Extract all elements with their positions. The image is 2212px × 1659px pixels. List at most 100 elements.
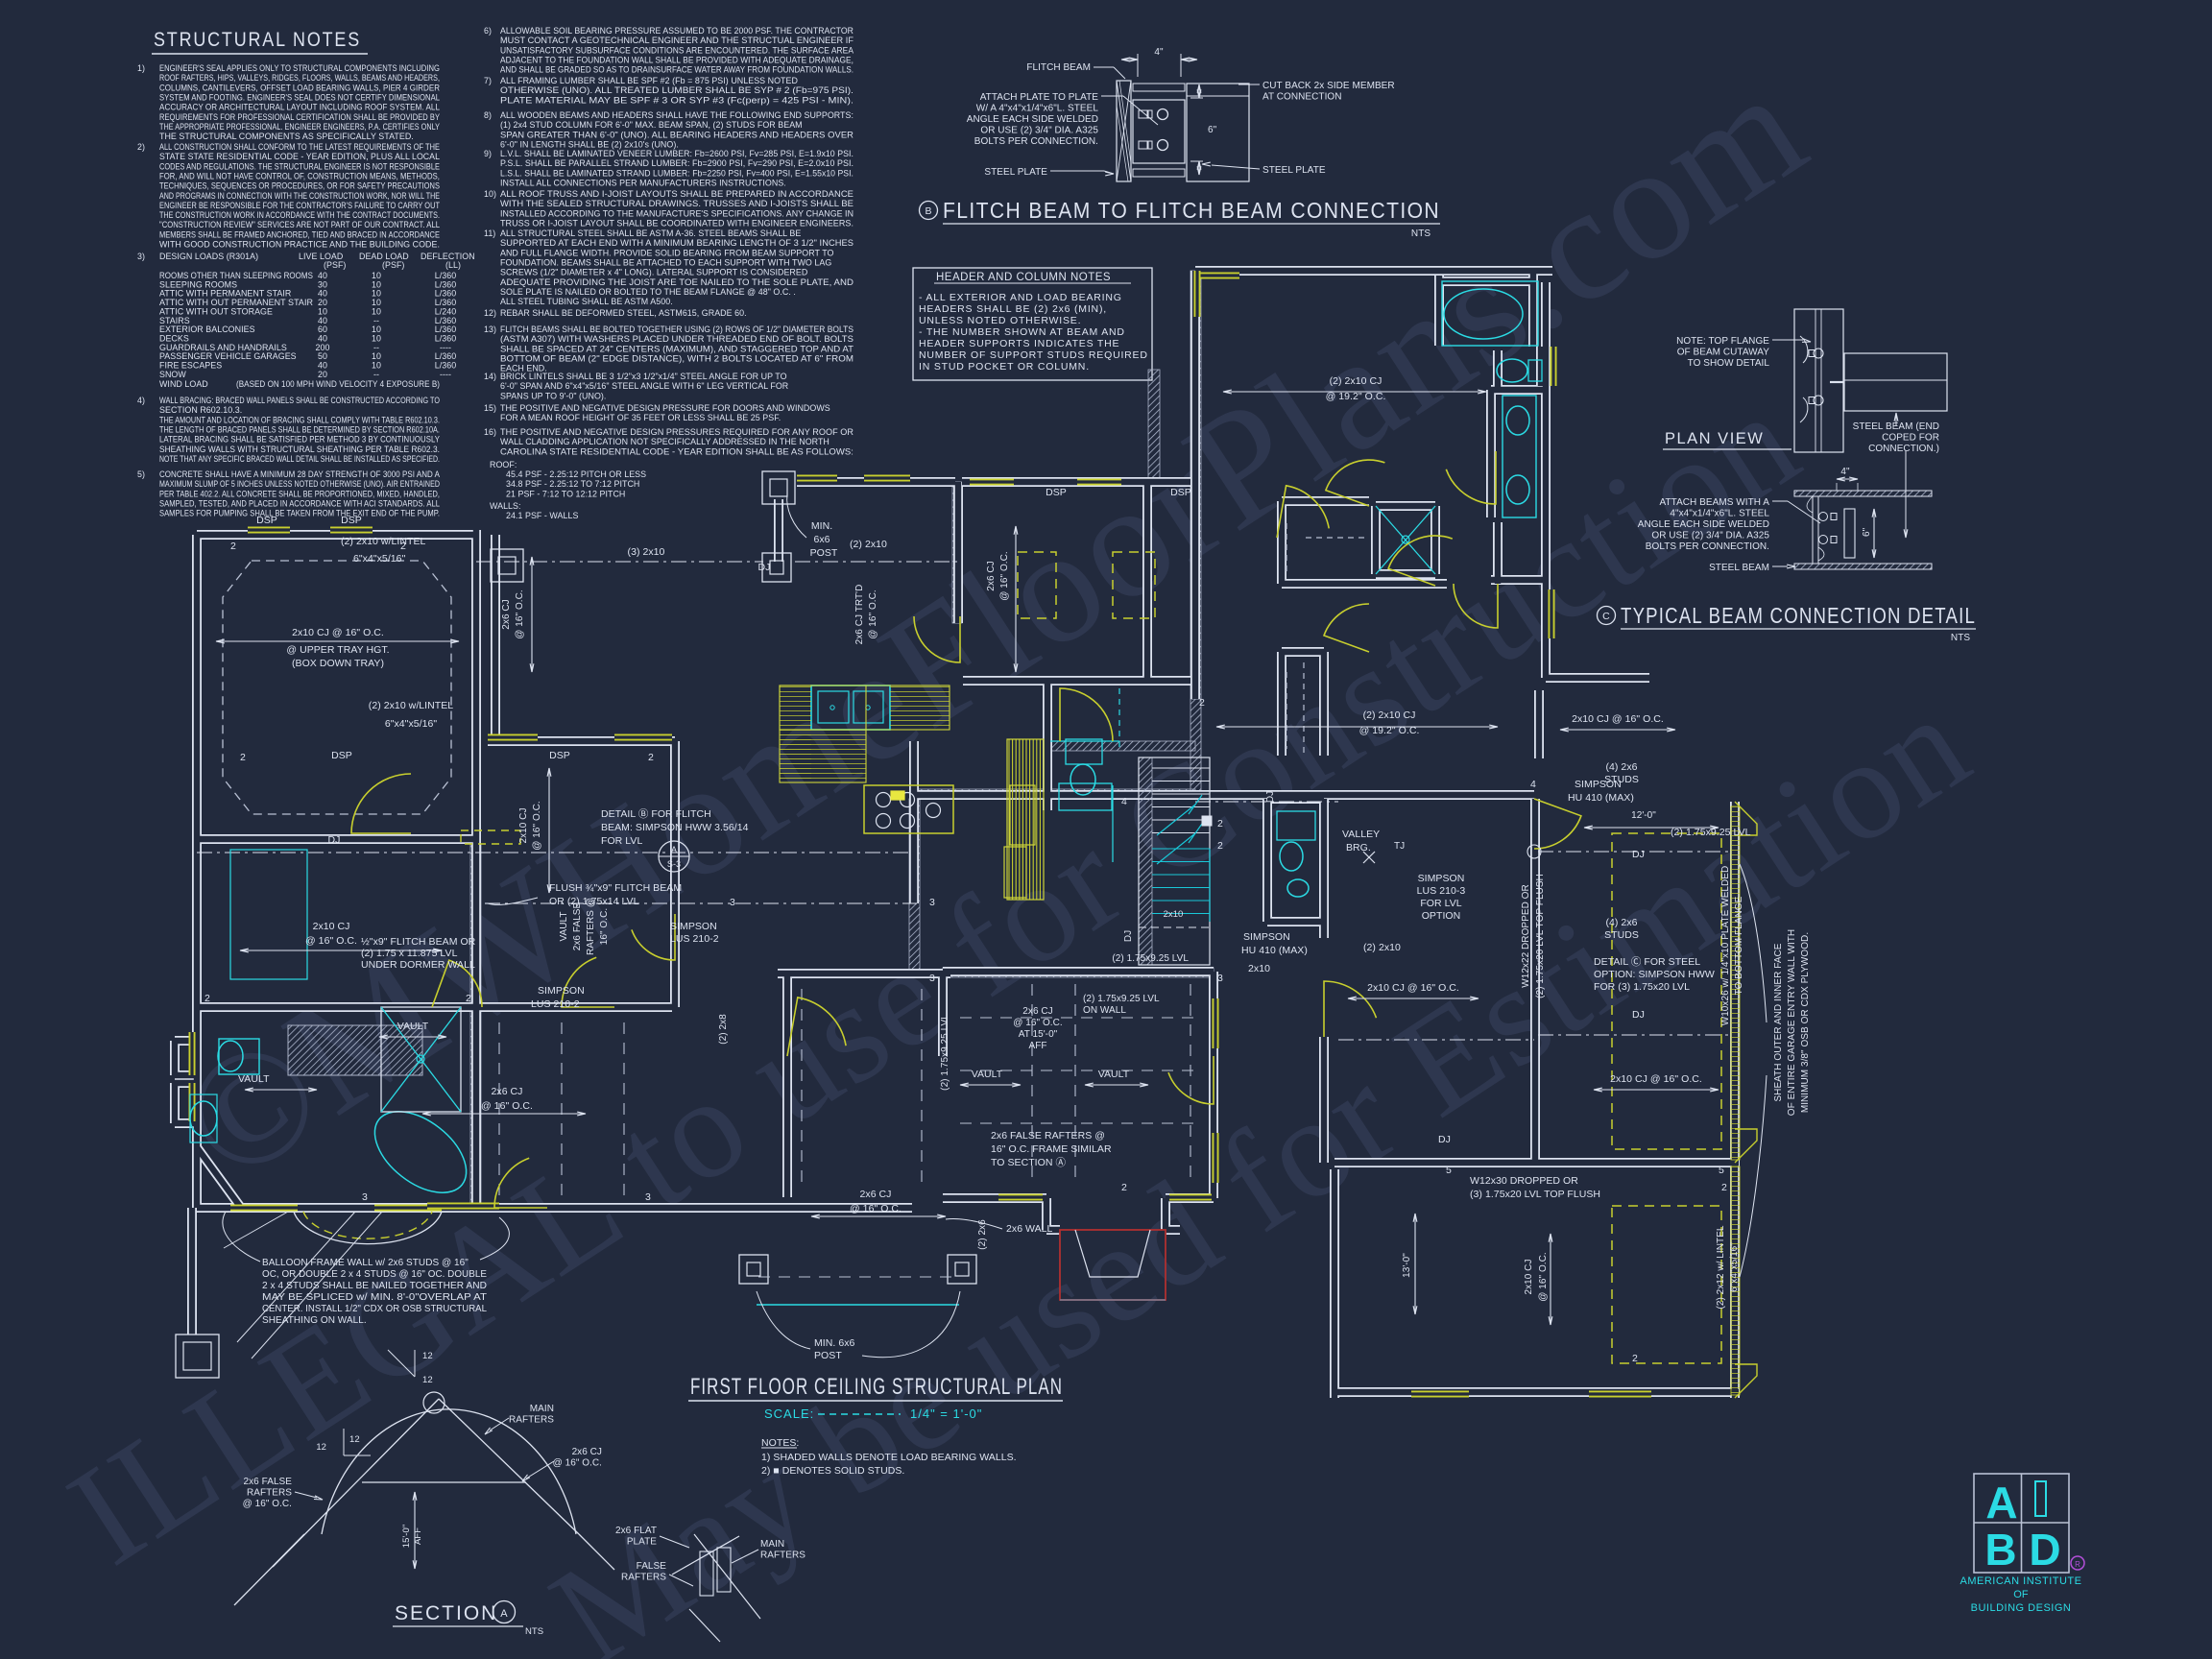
svg-text:RAFTERS: RAFTERS bbox=[509, 1415, 554, 1426]
svg-text:FOR LVL: FOR LVL bbox=[1420, 898, 1461, 909]
svg-text:THE CONSTRUCTION WORK IN ACCOR: THE CONSTRUCTION WORK IN ACCORDANCE WITH… bbox=[159, 210, 440, 220]
svg-text:S-3: S-3 bbox=[667, 859, 681, 869]
svg-text:L/360: L/360 bbox=[435, 271, 456, 280]
svg-text:(4) 2x6: (4) 2x6 bbox=[1605, 761, 1637, 773]
svg-text:34.8 PSF - 2.25:12 TO 7:12 PI: 34.8 PSF - 2.25:12 TO 7:12 PITCH bbox=[506, 479, 639, 489]
svg-text:13'-0": 13'-0" bbox=[1402, 1253, 1412, 1278]
svg-text:3: 3 bbox=[645, 1191, 651, 1203]
svg-text:2: 2 bbox=[1199, 697, 1205, 709]
svg-text:2x10: 2x10 bbox=[1248, 963, 1270, 974]
svg-text:40: 40 bbox=[318, 316, 327, 325]
svg-text:(BASED ON 100 MPH WIND VELOCIT: (BASED ON 100 MPH WIND VELOCITY 4 EXPOSU… bbox=[236, 379, 440, 389]
svg-text:2): 2) bbox=[137, 142, 145, 152]
svg-text:3: 3 bbox=[929, 973, 935, 984]
svg-text:OPTION: SIMPSON HWW: OPTION: SIMPSON HWW bbox=[1594, 969, 1715, 980]
svg-text:CONCRETE SHALL HAVE A MINIMUM: CONCRETE SHALL HAVE A MINIMUM 28 DAY STR… bbox=[159, 469, 440, 479]
svg-text:@ 16" O.C.: @ 16" O.C. bbox=[868, 589, 878, 638]
svg-text:AT CONNECTION: AT CONNECTION bbox=[1262, 92, 1342, 103]
svg-text:ALL ROOF TRUSS AND I-JOIST LAY: ALL ROOF TRUSS AND I-JOIST LAYOUTS SHALL… bbox=[500, 189, 854, 199]
svg-text:OTHERWISE (UNO). ALL TREATED L: OTHERWISE (UNO). ALL TREATED LUMBER SHAL… bbox=[500, 85, 854, 95]
svg-text:MUST CONTACT A GEOTECHNICAL EN: MUST CONTACT A GEOTECHNICAL ENGINEER AND… bbox=[500, 36, 854, 45]
svg-text:VAULT: VAULT bbox=[238, 1073, 270, 1085]
svg-text:12: 12 bbox=[349, 1434, 360, 1445]
svg-text:SIMPSON: SIMPSON bbox=[1418, 873, 1465, 884]
svg-text:MEMBERS SHALL BE FRAMED ANCHOR: MEMBERS SHALL BE FRAMED ANCHORED, TIED A… bbox=[159, 229, 440, 239]
svg-text:30: 30 bbox=[318, 279, 327, 289]
svg-text:UNLESS NOTED OTHERWISE.: UNLESS NOTED OTHERWISE. bbox=[919, 315, 1081, 326]
svg-text:NOTE: TOP FLANGE: NOTE: TOP FLANGE bbox=[1676, 336, 1769, 347]
svg-text:(2) 2x10 w/LINTEL: (2) 2x10 w/LINTEL bbox=[369, 700, 453, 711]
svg-text:2x6 CJ: 2x6 CJ bbox=[572, 1447, 602, 1457]
svg-text:(2) 1.75x9.25 LVL: (2) 1.75x9.25 LVL bbox=[1671, 827, 1751, 838]
svg-text:2x6 CJ: 2x6 CJ bbox=[501, 599, 512, 629]
svg-text:--: -- bbox=[373, 370, 379, 379]
svg-text:45.4 PSF - 2.25:12 PITCH OR L: 45.4 PSF - 2.25:12 PITCH OR LESS bbox=[506, 469, 646, 479]
svg-text:ATTIC WITH PERMANENT STAIR: ATTIC WITH PERMANENT STAIR bbox=[159, 289, 291, 299]
svg-text:2: 2 bbox=[648, 752, 654, 763]
svg-text:BRICK LINTELS SHALL BE 3 1/2"x: BRICK LINTELS SHALL BE 3 1/2"x3 1/2"x1/4… bbox=[500, 372, 787, 381]
svg-text:1) SHADED WALLS DENOTE LOAD BE: 1) SHADED WALLS DENOTE LOAD BEARING WALL… bbox=[761, 1452, 1017, 1463]
svg-text:@ 19.2" O.C.: @ 19.2" O.C. bbox=[1359, 725, 1420, 736]
svg-text:ATTACH PLATE TO PLATE: ATTACH PLATE TO PLATE bbox=[980, 92, 1099, 103]
svg-text:EXTERIOR BALCONIES: EXTERIOR BALCONIES bbox=[159, 325, 255, 334]
svg-text:VALLEY: VALLEY bbox=[1342, 829, 1380, 840]
svg-text:DETAIL Ⓑ FOR FLITCH: DETAIL Ⓑ FOR FLITCH bbox=[601, 808, 711, 820]
svg-text:SIMPSON: SIMPSON bbox=[670, 921, 717, 932]
svg-text:40: 40 bbox=[318, 361, 327, 371]
svg-text:L/360: L/360 bbox=[435, 333, 456, 343]
svg-text:2x6 CJ: 2x6 CJ bbox=[1022, 1006, 1052, 1017]
svg-text:STATE STATE RESIDENTIAL CODE: STATE STATE RESIDENTIAL CODE - YEAR EDIT… bbox=[159, 152, 440, 161]
svg-text:10: 10 bbox=[372, 271, 381, 280]
svg-text:(2) 2x10: (2) 2x10 bbox=[850, 539, 887, 550]
svg-text:AFF: AFF bbox=[413, 1527, 423, 1545]
svg-text:@ 16" O.C.: @ 16" O.C. bbox=[553, 1458, 602, 1469]
svg-text:VAULT: VAULT bbox=[1098, 1069, 1130, 1080]
svg-text:4): 4) bbox=[137, 396, 145, 405]
svg-text:OC, OR DOUBLE 2 x 4 STUDS @ 1: OC, OR DOUBLE 2 x 4 STUDS @ 16" OC. DOUB… bbox=[262, 1269, 487, 1280]
svg-text:STAIRS: STAIRS bbox=[159, 316, 190, 325]
svg-text:13): 13) bbox=[484, 325, 496, 334]
svg-text:TJ: TJ bbox=[1394, 841, 1405, 852]
svg-text:SPAN GREATER THAN 6'-0" (UNO).: SPAN GREATER THAN 6'-0" (UNO). ALL BEARI… bbox=[500, 130, 854, 139]
svg-text:@ 16" O.C.: @ 16" O.C. bbox=[532, 801, 542, 850]
svg-text:SIMPSON: SIMPSON bbox=[1243, 931, 1290, 943]
svg-text:LATERAL BRACING SHALL BE SATIS: LATERAL BRACING SHALL BE SATISFIED PER M… bbox=[159, 435, 440, 445]
svg-text:----: ---- bbox=[440, 343, 451, 352]
svg-text:10: 10 bbox=[372, 361, 381, 371]
svg-text:BEAM: SIMPSON HWW 3.56/14: BEAM: SIMPSON HWW 3.56/14 bbox=[601, 822, 749, 833]
svg-text:9): 9) bbox=[484, 149, 492, 158]
svg-text:UNDER DORMER WALL: UNDER DORMER WALL bbox=[361, 959, 475, 971]
svg-text:SLEEPING ROOMS: SLEEPING ROOMS bbox=[159, 279, 237, 289]
svg-text:DSP: DSP bbox=[331, 750, 352, 761]
svg-text:SHEATHING WALLS WITH STRUCTURA: SHEATHING WALLS WITH STRUCTURAL SHEATHIN… bbox=[159, 445, 440, 454]
svg-text:(2) 1.75x9.25 LVL: (2) 1.75x9.25 LVL bbox=[1083, 994, 1160, 1004]
svg-text:THE AMOUNT AND LOCATION OF BRA: THE AMOUNT AND LOCATION OF BRACING SHALL… bbox=[159, 415, 440, 424]
svg-text:@ 16" O.C.: @ 16" O.C. bbox=[850, 1203, 902, 1214]
svg-text:15): 15) bbox=[484, 403, 496, 413]
svg-text:(2) 2x10 CJ: (2) 2x10 CJ bbox=[1330, 375, 1382, 387]
svg-text:AND PROGRAMS IN CONNECTION WIT: AND PROGRAMS IN CONNECTION WITH THE CONS… bbox=[159, 191, 440, 201]
svg-text:UNSATISFACTORY SUBSURFACE COND: UNSATISFACTORY SUBSURFACE CONDITIONS ARE… bbox=[500, 45, 854, 55]
svg-text:(1) 2x4 STUD COLUMN FOR 6'-0": (1) 2x4 STUD COLUMN FOR 6'-0" MAX. BEAM … bbox=[500, 120, 803, 130]
svg-text:6"x4"x5/16": 6"x4"x5/16" bbox=[385, 718, 438, 730]
svg-text:10: 10 bbox=[372, 289, 381, 299]
svg-text:(4) 2x6: (4) 2x6 bbox=[1605, 917, 1637, 928]
svg-text:W12x22 DROPPED OR: W12x22 DROPPED OR bbox=[1521, 884, 1531, 988]
svg-text:CENTER. INSTALL 1/2" CDX OR OS: CENTER. INSTALL 1/2" CDX OR OSB STRUCTUR… bbox=[262, 1304, 487, 1314]
svg-text:½"x9" FLITCH BEAM OR: ½"x9" FLITCH BEAM OR bbox=[361, 936, 476, 948]
svg-text:NTS: NTS bbox=[1951, 633, 1970, 643]
svg-text:(2) 2x10 CJ: (2) 2x10 CJ bbox=[1363, 709, 1416, 721]
svg-text:3: 3 bbox=[730, 897, 735, 908]
svg-text:20: 20 bbox=[318, 370, 327, 379]
svg-text:DEFLECTION: DEFLECTION bbox=[421, 252, 475, 261]
svg-text:SAMPLES FOR PUMPING SHALL BE T: SAMPLES FOR PUMPING SHALL BE TAKEN FROM … bbox=[159, 509, 440, 518]
svg-text:DJ: DJ bbox=[1265, 791, 1276, 803]
svg-text:40: 40 bbox=[318, 289, 327, 299]
svg-text:(BOX DOWN TRAY): (BOX DOWN TRAY) bbox=[292, 658, 384, 669]
svg-text:B: B bbox=[925, 205, 931, 217]
svg-text:DECKS: DECKS bbox=[159, 333, 189, 343]
svg-text:AT 15'-0": AT 15'-0" bbox=[1019, 1029, 1058, 1040]
svg-text:DEAD LOAD: DEAD LOAD bbox=[359, 252, 409, 261]
svg-text:8): 8) bbox=[484, 110, 492, 120]
svg-text:DJ: DJ bbox=[1438, 1134, 1451, 1145]
